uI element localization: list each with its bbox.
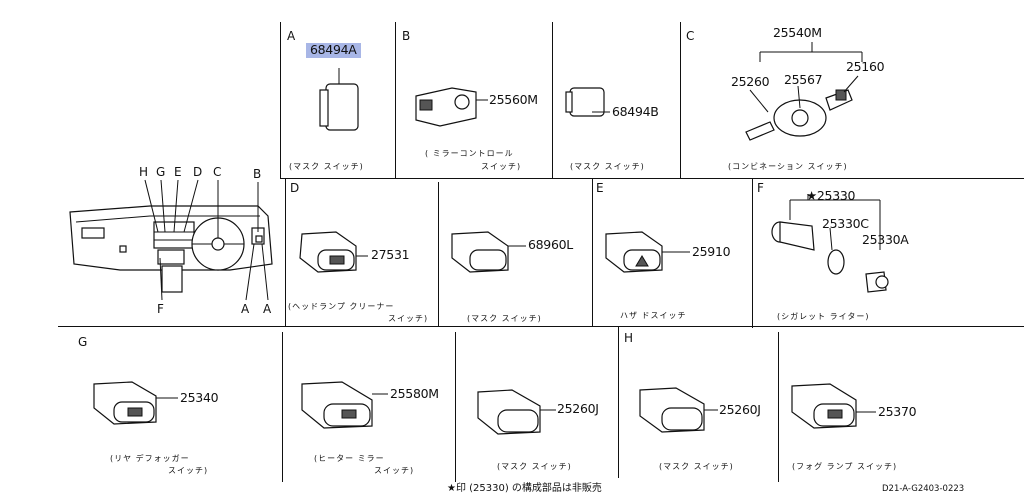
part-number-27531[interactable]: 27531 <box>371 247 410 262</box>
heater-mirror-switch <box>301 381 388 429</box>
caption-headlamp-cleaner: (ヘッドランプ クリーナー <box>288 302 395 311</box>
part-number-25910[interactable]: 25910 <box>692 244 731 259</box>
section-label-g: G <box>78 335 88 349</box>
caption-rear-defogger: スイッチ) <box>168 466 209 475</box>
divider <box>285 178 286 326</box>
dashboard-marker-h: H <box>139 165 149 179</box>
caption-fog-lamp-switch: (フォグ ランプ スイッチ) <box>792 462 898 471</box>
divider <box>280 22 281 178</box>
part-number-68494b[interactable]: 68494B <box>612 104 659 119</box>
divider <box>680 22 681 178</box>
part-number-25330c[interactable]: 25330C <box>822 216 869 231</box>
section-label-c: C <box>686 29 695 43</box>
part-number-68494a-highlighted[interactable]: 68494A <box>306 43 361 58</box>
section-label-b: B <box>402 29 411 43</box>
caption-hazard-switch: ハザ ドスイッチ <box>620 311 687 320</box>
dashboard-marker-c: C <box>213 165 222 179</box>
footer-note: ★印 (25330) の構成部品は非販売 <box>447 483 602 494</box>
part-number-25260j[interactable]: 25260J <box>557 401 599 416</box>
caption-mask-switch: (マスク スイッチ) <box>289 162 364 171</box>
part-number-25330[interactable]: ★25330 <box>806 188 856 203</box>
part-number-25370[interactable]: 25370 <box>878 404 917 419</box>
caption-headlamp-cleaner: スイッチ) <box>388 314 429 323</box>
hazard-switch <box>605 231 690 273</box>
divider <box>778 332 779 482</box>
combination-switch <box>745 42 863 141</box>
part-number-25540m[interactable]: 25540M <box>773 25 822 40</box>
part-number-68960l[interactable]: 68960L <box>528 237 573 252</box>
cigarette-lighter <box>771 194 889 293</box>
caption-mask-switch: (マスク スイッチ) <box>467 314 542 323</box>
dashboard-marker-g: G <box>156 165 166 179</box>
divider <box>618 326 619 478</box>
dashboard-illustration <box>69 179 273 301</box>
caption-heater-mirror: スイッチ) <box>374 466 415 475</box>
mask-switch-68494B <box>565 87 610 117</box>
divider <box>395 22 396 178</box>
part-number-25340[interactable]: 25340 <box>180 390 219 405</box>
caption-mirror-control: ( ミラーコントロール <box>425 149 514 158</box>
divider <box>552 22 553 178</box>
dashboard-marker-a: A <box>263 302 272 316</box>
mask-switch-25260J-g <box>477 389 556 435</box>
part-number-25260j[interactable]: 25260J <box>719 402 761 417</box>
caption-mask-switch: (マスク スイッチ) <box>497 462 572 471</box>
dashboard-marker-d: D <box>193 165 203 179</box>
part-number-25260[interactable]: 25260 <box>731 74 770 89</box>
mask-switch-25260J-h <box>639 387 718 433</box>
part-number-25560m[interactable]: 25560M <box>489 92 538 107</box>
dashboard-marker-f: F <box>157 302 164 316</box>
part-number-25580m[interactable]: 25580M <box>390 386 439 401</box>
headlamp-cleaner-switch <box>299 231 368 273</box>
caption-cigarette-lighter: (シガレット ライター) <box>777 312 870 321</box>
part-number-25160[interactable]: 25160 <box>846 59 885 74</box>
divider <box>752 178 753 328</box>
section-label-h: H <box>624 331 634 345</box>
caption-mirror-control: スイッチ) <box>481 162 522 171</box>
caption-heater-mirror: (ヒーター ミラー <box>314 454 385 463</box>
divider <box>58 326 1024 327</box>
section-label-e: E <box>596 181 604 195</box>
caption-combination-switch: (コンビネーション スイッチ) <box>728 162 848 171</box>
section-label-d: D <box>290 181 300 195</box>
divider <box>438 182 439 326</box>
rear-defogger-switch <box>93 381 178 425</box>
mask-switch-68960L <box>451 231 526 273</box>
fog-lamp-switch <box>791 383 876 429</box>
caption-mask-switch: (マスク スイッチ) <box>659 462 734 471</box>
caption-mask-switch: (マスク スイッチ) <box>570 162 645 171</box>
divider <box>280 178 1024 179</box>
section-label-f: F <box>757 181 764 195</box>
caption-rear-defogger: (リヤ デフォッガー <box>110 454 190 463</box>
dashboard-marker-a: A <box>241 302 250 316</box>
part-number-25330a[interactable]: 25330A <box>862 232 909 247</box>
divider <box>282 332 283 482</box>
dashboard-marker-e: E <box>174 165 182 179</box>
diagram-code: D21-A-G2403-0223 <box>882 484 965 494</box>
section-label-a: A <box>287 29 296 43</box>
dashboard-marker-b: B <box>253 167 262 181</box>
part-number-25567[interactable]: 25567 <box>784 72 823 87</box>
divider <box>592 178 593 326</box>
mask-switch-68494A <box>319 68 359 131</box>
mirror-control-switch <box>415 87 488 127</box>
divider <box>455 332 456 482</box>
